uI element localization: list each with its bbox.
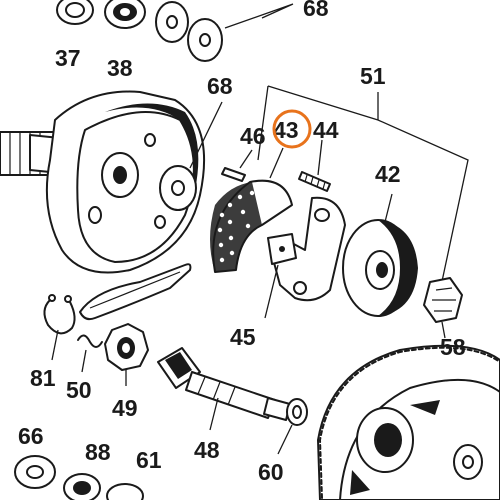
callout-50: 50 bbox=[66, 377, 92, 403]
part-44-spring bbox=[298, 171, 331, 192]
part-50-spring bbox=[77, 334, 103, 348]
clutch-shoe bbox=[210, 179, 293, 273]
part-37-bearing bbox=[56, 0, 94, 25]
callout-38: 38 bbox=[107, 55, 133, 81]
part-42-clutch-hub bbox=[342, 219, 418, 317]
callout-88: 88 bbox=[85, 439, 111, 465]
drive-chain bbox=[79, 263, 192, 321]
gear-side-washer bbox=[453, 444, 483, 480]
leader-60 bbox=[277, 424, 293, 455]
leader-81 bbox=[51, 329, 59, 361]
part-46-pin bbox=[221, 167, 246, 182]
callout-48: 48 bbox=[194, 437, 220, 463]
part-38-seal bbox=[104, 0, 146, 29]
callout-46: 46 bbox=[240, 123, 266, 149]
leader-50 bbox=[81, 349, 87, 373]
callout-61: 61 bbox=[136, 447, 162, 473]
group-51-bracket bbox=[257, 85, 469, 301]
part-58-nut bbox=[423, 277, 463, 323]
leader-68-lower bbox=[189, 101, 223, 169]
callout-68-top: 68 bbox=[303, 0, 329, 21]
leader-44 bbox=[317, 139, 323, 176]
part-61-ring bbox=[106, 483, 144, 500]
part-66-washer bbox=[14, 455, 56, 489]
leader-43 bbox=[269, 147, 284, 179]
leader-42 bbox=[384, 193, 393, 223]
part-88-bearing bbox=[63, 473, 101, 500]
leader-48 bbox=[209, 397, 219, 431]
callout-44: 44 bbox=[313, 117, 339, 143]
leader-58 bbox=[441, 321, 446, 339]
callout-58: 58 bbox=[440, 334, 466, 360]
callout-37: 37 bbox=[55, 45, 81, 71]
callout-42: 42 bbox=[375, 161, 401, 187]
callout-49: 49 bbox=[112, 395, 138, 421]
leader-45 bbox=[264, 264, 279, 319]
part-68-washer-top bbox=[155, 1, 223, 62]
part-48-shaft bbox=[157, 347, 291, 421]
callout-68-lower: 68 bbox=[207, 73, 233, 99]
highlight-ring-43 bbox=[272, 109, 312, 149]
part-81-circlip bbox=[43, 294, 76, 335]
callout-81: 81 bbox=[30, 365, 56, 391]
part-49-sprocket bbox=[104, 323, 149, 371]
callout-60: 60 bbox=[258, 459, 284, 485]
callout-45: 45 bbox=[230, 324, 256, 350]
clutch-drum-housing bbox=[45, 90, 206, 274]
callout-51: 51 bbox=[360, 63, 386, 89]
part-60-washer bbox=[286, 398, 308, 426]
part-68-washer-lower bbox=[159, 165, 197, 211]
callout-66: 66 bbox=[18, 423, 44, 449]
leader-68-top bbox=[224, 3, 294, 29]
part-45-shoe-plate bbox=[267, 196, 346, 302]
leader-46 bbox=[239, 149, 253, 169]
